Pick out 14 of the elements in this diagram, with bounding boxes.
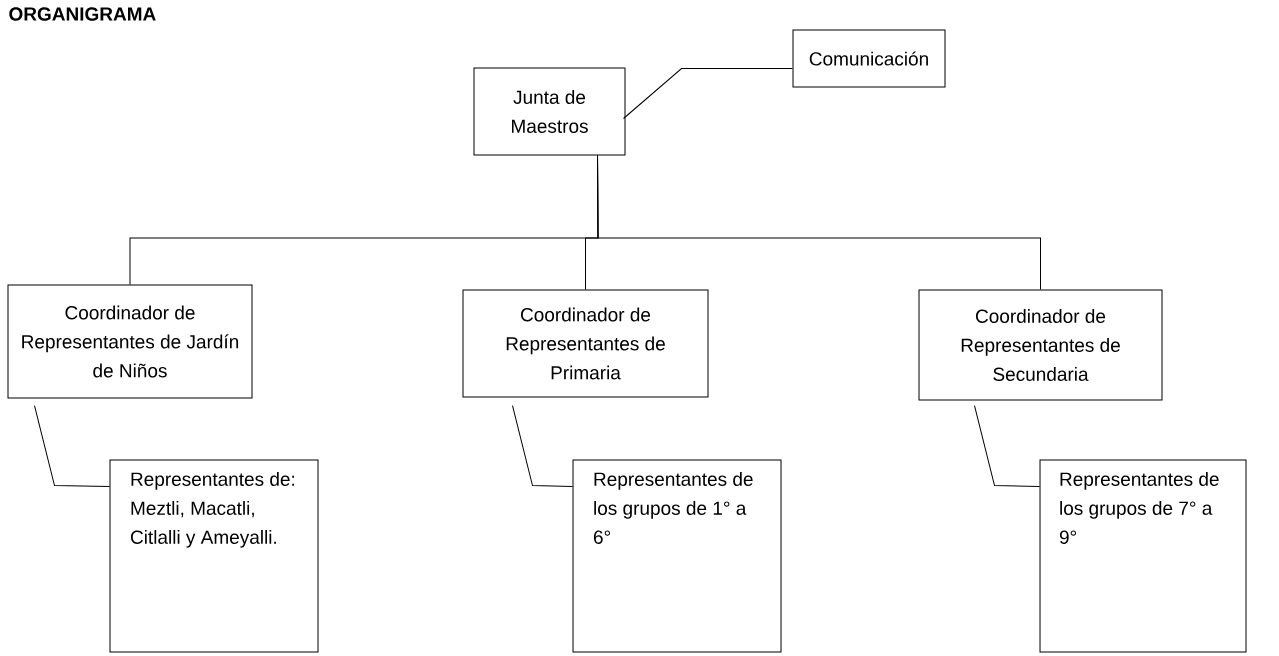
connector-line — [974, 405, 1040, 487]
connector-line — [623, 68, 793, 119]
org-box: Comunicación — [792, 29, 946, 88]
diagram-title: ORGANIGRAMA — [9, 7, 156, 21]
org-box: Representantes de: Meztli, Macatli, Citlalli y Ameyalli. — [109, 459, 319, 653]
org-box: Junta de Maestros — [473, 67, 626, 156]
connector-line — [512, 405, 573, 487]
org-box: Coordinador de Representantes de Jardín de Niños — [7, 284, 253, 399]
connector-line — [34, 405, 110, 487]
org-box: Representantes de los grupos de 7° a 9° — [1039, 459, 1247, 653]
org-box: Coordinador de Representantes de Primaria — [462, 289, 709, 398]
connector-line — [597, 155, 1041, 290]
org-box: Coordinador de Representantes de Secundaria — [918, 289, 1163, 401]
org-box: Representantes de los grupos de 1° a 6° — [572, 459, 782, 653]
